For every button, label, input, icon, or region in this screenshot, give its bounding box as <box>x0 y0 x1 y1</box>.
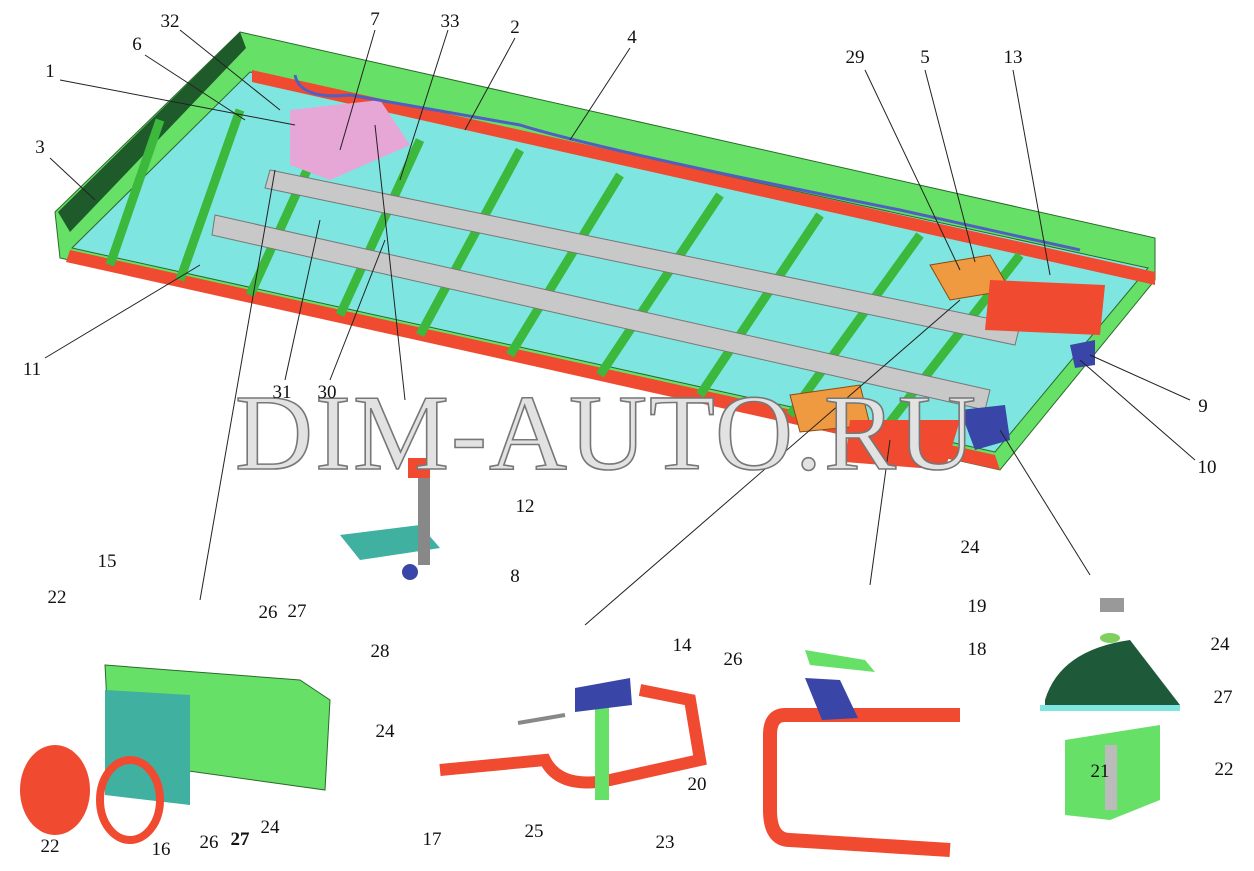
callout-label: 3 <box>35 137 45 158</box>
part-bracket-15 <box>20 664 331 844</box>
callout-label: 25 <box>524 821 544 842</box>
callout-label: 14 <box>672 635 692 656</box>
callout-label: 4 <box>627 27 637 48</box>
callout-label: 7 <box>370 9 380 30</box>
callout-label: 15 <box>97 551 117 572</box>
callout-label: 27 <box>1213 687 1233 708</box>
callout-label: 8 <box>510 566 520 587</box>
part-clamp-14 <box>439 678 707 800</box>
platform-assembly <box>54 31 1156 471</box>
callout-label: 33 <box>440 11 460 32</box>
callout-label: 10 <box>1197 457 1217 478</box>
watermark: DIM-AUTO.RU <box>234 373 978 494</box>
callout-label: 24 <box>260 817 280 838</box>
callout-label: 20 <box>687 774 707 795</box>
callout-label: 12 <box>515 496 535 517</box>
leader-lines <box>44 29 1196 626</box>
callout-label: 27 <box>287 601 307 622</box>
callout-label: 2 <box>510 17 520 38</box>
callout-label: 13 <box>1003 47 1023 68</box>
callout-label: 31 <box>272 382 292 403</box>
callout-label: 21 <box>1090 761 1110 782</box>
callout-label: 16 <box>151 839 171 860</box>
callout-label: 26 <box>199 832 219 853</box>
callout-label: 22 <box>47 587 67 608</box>
callout-label: 32 <box>160 11 180 32</box>
callout-label: 27 <box>230 829 250 850</box>
callout-label: 11 <box>22 359 42 380</box>
callout-label: 24 <box>960 537 980 558</box>
callout-label: 24 <box>1210 634 1230 655</box>
callout-label: 30 <box>317 382 337 403</box>
callout-label: 29 <box>845 47 865 68</box>
callout-label: 5 <box>920 47 930 68</box>
callout-label: 9 <box>1198 396 1208 417</box>
part-hinge-8-12 <box>340 458 440 580</box>
callout-label: 6 <box>132 34 142 55</box>
callout-label: 23 <box>655 832 675 853</box>
callout-label: 26 <box>723 649 743 670</box>
part-bracket-18 <box>763 650 960 857</box>
callout-label: 22 <box>40 836 60 857</box>
callout-label: 28 <box>370 641 390 662</box>
callout-label: 19 <box>967 596 987 617</box>
callout-label: 26 <box>258 602 278 623</box>
callout-label: 17 <box>422 829 442 850</box>
callout-label: 1 <box>45 61 55 82</box>
callout-label: 24 <box>375 721 395 742</box>
callout-label: 18 <box>967 639 987 660</box>
callout-label: 22 <box>1214 759 1234 780</box>
part-bracket-22 <box>1040 598 1180 820</box>
